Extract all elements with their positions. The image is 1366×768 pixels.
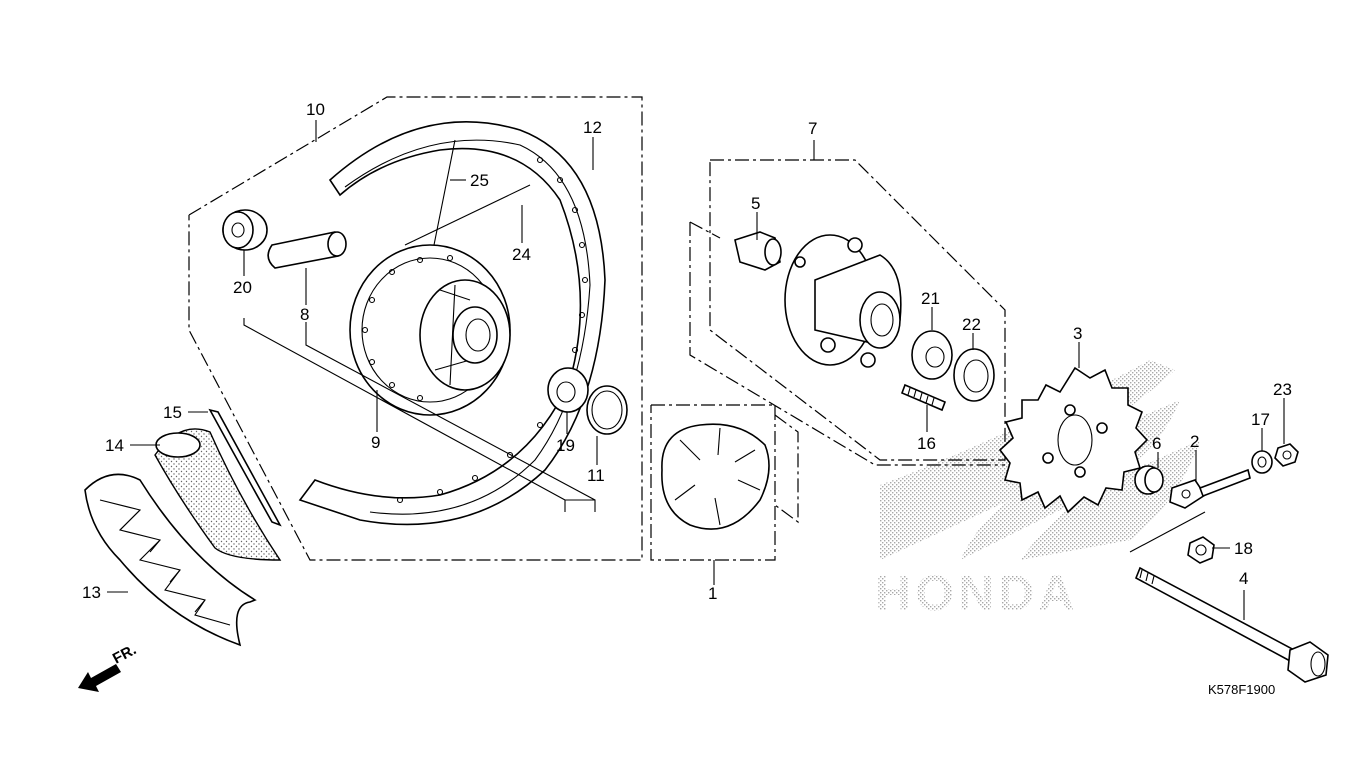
collar-5 bbox=[734, 231, 782, 271]
callout-8: 8 bbox=[300, 305, 309, 324]
callout-7: 7 bbox=[808, 119, 817, 138]
callout-16: 16 bbox=[917, 434, 936, 453]
rim-band-15 bbox=[208, 408, 282, 527]
callout-6: 6 bbox=[1152, 434, 1161, 453]
nut-17 bbox=[1251, 450, 1273, 474]
callout-23: 23 bbox=[1273, 380, 1292, 399]
front-direction-label: FR. bbox=[110, 641, 139, 667]
callout-10: 10 bbox=[306, 100, 325, 119]
group-outline-damper bbox=[650, 404, 799, 561]
collar-6 bbox=[1134, 465, 1164, 495]
callout-18: 18 bbox=[1234, 539, 1253, 558]
callout-labels: 10 12 25 24 20 8 9 19 11 15 14 13 7 5 21… bbox=[82, 100, 1292, 603]
wheel-hub bbox=[349, 244, 511, 416]
driven-flange-7 bbox=[784, 234, 902, 368]
callout-4: 4 bbox=[1239, 569, 1248, 588]
callout-20: 20 bbox=[233, 278, 252, 297]
front-arrow-icon bbox=[78, 664, 121, 692]
callout-22: 22 bbox=[962, 315, 981, 334]
group-outline-hub-assembly bbox=[709, 159, 1006, 461]
driven-sprocket-3 bbox=[998, 366, 1149, 514]
callout-24: 24 bbox=[512, 245, 531, 264]
bearing-20 bbox=[222, 209, 268, 251]
callout-5: 5 bbox=[751, 194, 760, 213]
honda-watermark-text: HONDA bbox=[875, 565, 1078, 621]
callout-25: 25 bbox=[470, 171, 489, 190]
axle-nut-18 bbox=[1187, 536, 1215, 564]
inner-tube-14 bbox=[154, 428, 282, 561]
bearing-19 bbox=[547, 367, 589, 413]
nut-23 bbox=[1274, 443, 1299, 467]
callout-2: 2 bbox=[1190, 432, 1199, 451]
callout-13: 13 bbox=[82, 583, 101, 602]
callout-21: 21 bbox=[921, 289, 940, 308]
leader-lines bbox=[107, 120, 1285, 620]
damper-rubbers-1 bbox=[661, 423, 770, 530]
o-ring-11 bbox=[586, 385, 628, 435]
distance-collar-8 bbox=[267, 231, 347, 269]
bearing-21 bbox=[911, 330, 953, 380]
rear-axle-4 bbox=[1134, 566, 1329, 683]
front-direction-indicator: FR. bbox=[78, 641, 139, 692]
callout-15: 15 bbox=[163, 403, 182, 422]
chain-adjuster-2 bbox=[1169, 468, 1251, 509]
callout-17: 17 bbox=[1251, 410, 1270, 429]
callout-1: 1 bbox=[708, 584, 717, 603]
callout-11: 11 bbox=[587, 466, 605, 485]
callout-9: 9 bbox=[371, 433, 380, 452]
callout-19: 19 bbox=[556, 436, 575, 455]
group-outline-wheel-assembly bbox=[188, 96, 643, 561]
wheel-rim bbox=[298, 121, 606, 526]
callout-12: 12 bbox=[583, 118, 602, 137]
tire-13 bbox=[84, 473, 257, 647]
diagram-code: K578F1900 bbox=[1208, 682, 1275, 697]
callout-3: 3 bbox=[1073, 324, 1082, 343]
oil-seal-22 bbox=[953, 348, 995, 402]
callout-14: 14 bbox=[105, 436, 124, 455]
group-outline-inner-hub bbox=[689, 221, 1005, 466]
stud-bolt-16 bbox=[900, 383, 947, 412]
